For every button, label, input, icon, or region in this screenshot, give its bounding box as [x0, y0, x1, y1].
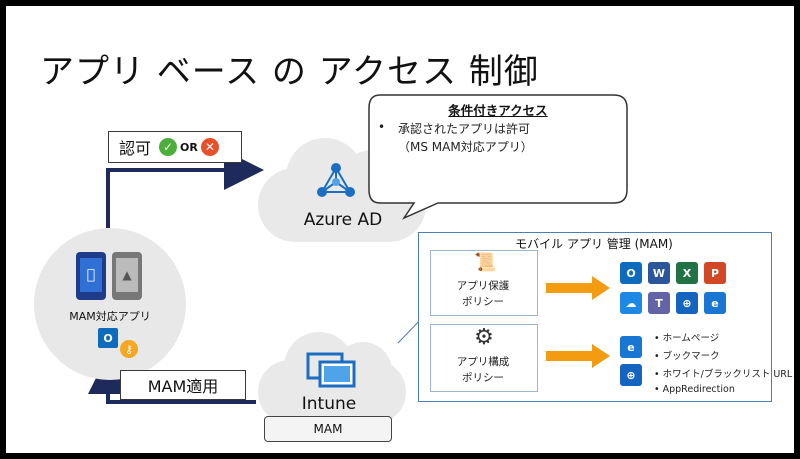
- arrow-to-azure: [106, 150, 264, 228]
- mam-apply-box: MAM適用: [120, 370, 246, 400]
- excel-app-icon: X: [676, 262, 698, 284]
- config-policy-line1: アプリ構成: [456, 356, 510, 368]
- config-item-appredirection: AppRedirection: [662, 384, 735, 395]
- page-title: アプリ ベース の アクセス 制御: [40, 52, 539, 92]
- config-policy-line2: ポリシー: [462, 372, 504, 384]
- app-tiles-row2: ☁ T ⊕ e: [620, 292, 726, 314]
- word-app-icon: W: [648, 262, 670, 284]
- powerpoint-app-icon: P: [704, 262, 726, 284]
- intune-icon: [306, 352, 356, 388]
- conditional-access-callout-shape: [368, 94, 628, 220]
- callout-line1: 承認されたアプリは許可: [398, 122, 531, 136]
- onedrive-app-icon: ☁: [620, 292, 642, 314]
- authorization-label: 認可: [119, 139, 152, 158]
- callout-title: 条件付きアクセス: [448, 103, 548, 118]
- app-tiles-row1: O W X P: [620, 262, 726, 284]
- teams-app-icon: T: [648, 292, 670, 314]
- protection-policy-line1: アプリ保護: [456, 280, 510, 292]
- outlook-icon: O: [98, 328, 118, 348]
- callout-line2: （MS MAM対応アプリ）: [398, 140, 533, 154]
- intune-cloud: [258, 326, 408, 426]
- mam-panel-title: モバイル アプリ 管理 (MAM): [515, 237, 673, 251]
- protection-policy-line2: ポリシー: [462, 296, 504, 308]
- android-phone-icon: ▲: [112, 252, 142, 300]
- authorization-box: 認可 ✓ OR ✕: [108, 131, 242, 163]
- orange-arrow-1: [546, 276, 610, 300]
- config-item-homepage: ホームページ: [662, 333, 720, 344]
- slide: アプリ ベース の アクセス 制御 認可 ✓ OR ✕: [6, 6, 794, 453]
- config-app-icons: e ⊕: [620, 336, 642, 386]
- config-item-whitelist: ホワイト/ブラックリスト URL: [662, 369, 793, 380]
- device-circle: [34, 228, 186, 380]
- gear-icon: ⚙: [474, 325, 494, 350]
- globe-config-icon: ⊕: [620, 364, 642, 386]
- intune-mam-box: MAM: [264, 416, 392, 442]
- app-protection-policy-box: [430, 250, 538, 316]
- globe-app-icon: ⊕: [676, 292, 698, 314]
- mam-apply-label: MAM適用: [147, 377, 219, 396]
- cross-icon: ✕: [200, 138, 219, 156]
- edge-app-icon: e: [704, 292, 726, 314]
- config-item-bookmark: ブックマーク: [662, 351, 720, 362]
- intune-label: Intune: [301, 394, 357, 414]
- outlook-app-icon: O: [620, 262, 642, 284]
- check-icon: ✓: [159, 138, 178, 156]
- ios-phone-icon: : [76, 252, 106, 300]
- azure-ad-icon: [317, 163, 355, 197]
- orange-arrow-2: [546, 344, 610, 368]
- mam-app-label: MAM対応アプリ: [69, 310, 151, 323]
- intune-label-wrap: Intune: [264, 394, 394, 430]
- edge-config-icon: e: [620, 336, 642, 358]
- config-settings-list: • ホームページ • ブックマーク • ホワイト/ブラックリスト URL • A…: [654, 333, 793, 395]
- azure-ad-label: Azure AD: [303, 210, 383, 230]
- callout-bullet: •: [378, 120, 386, 134]
- or-label: OR: [180, 140, 198, 154]
- key-icon: ⚷: [120, 340, 138, 358]
- scroll-icon: 📜: [474, 252, 497, 273]
- app-config-policy-box: [430, 324, 538, 392]
